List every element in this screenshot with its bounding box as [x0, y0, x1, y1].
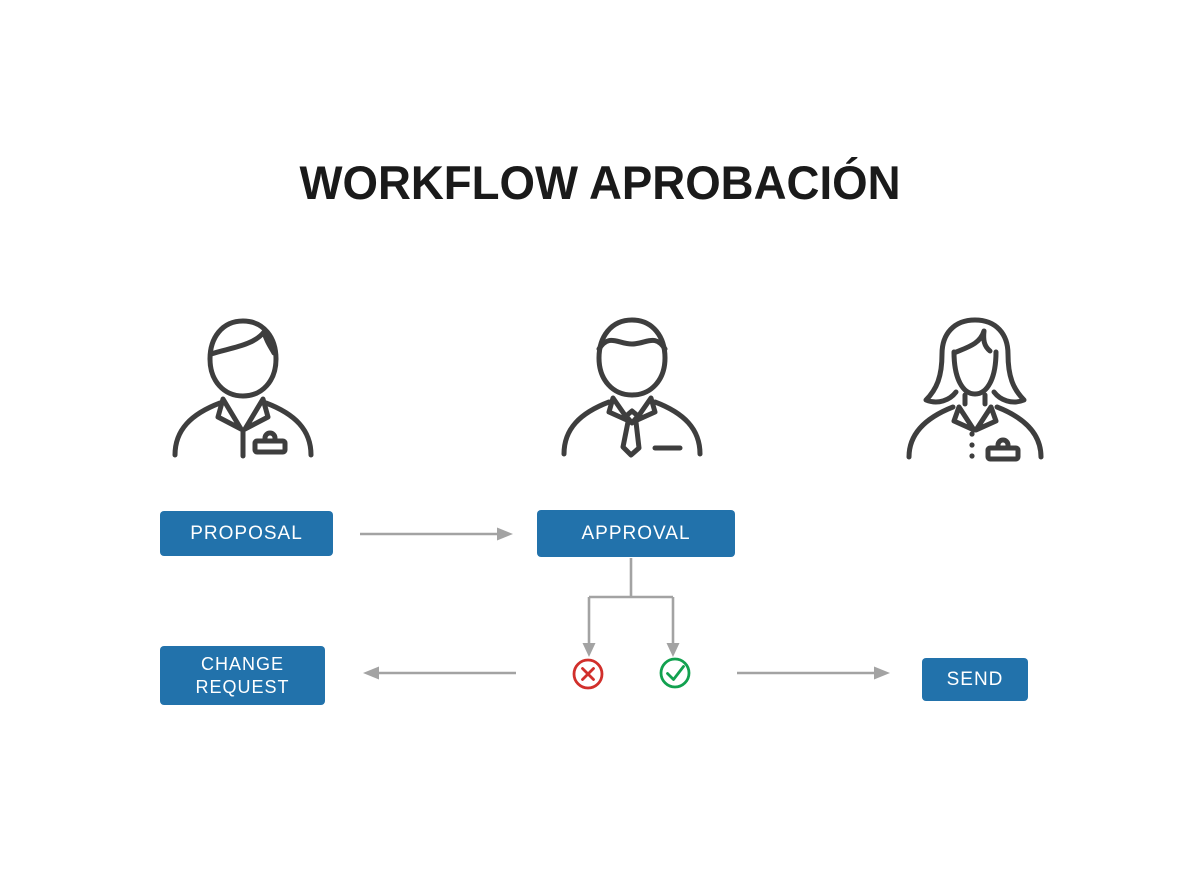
check-circle-icon — [659, 657, 691, 689]
page-title: WORKFLOW APROBACIÓN — [299, 156, 901, 209]
branch-arrowhead-reject — [582, 643, 596, 657]
arrow-proposal-to-approval — [360, 527, 513, 541]
branch-arrowhead-approve — [666, 643, 680, 657]
male-employee-badge-icon — [163, 299, 323, 459]
actor-approver — [552, 298, 712, 458]
actor-sender — [895, 300, 1055, 462]
node-approval: APPROVAL — [537, 510, 735, 557]
actor-proposer — [163, 299, 323, 459]
male-manager-tie-icon — [552, 298, 712, 458]
node-approval-label: APPROVAL — [581, 522, 691, 544]
branch-approval-decision — [587, 558, 675, 644]
node-change-request: CHANGE REQUEST — [160, 646, 325, 705]
node-proposal-label: PROPOSAL — [190, 522, 303, 544]
arrow-reject-to-change-request — [363, 666, 516, 680]
x-circle-icon — [572, 658, 604, 690]
female-employee-badge-icon — [895, 300, 1055, 462]
node-proposal: PROPOSAL — [160, 511, 333, 556]
node-send-label: SEND — [946, 668, 1004, 690]
node-change-request-label: CHANGE REQUEST — [195, 654, 290, 697]
arrow-approve-to-send — [737, 666, 890, 680]
node-send: SEND — [922, 658, 1028, 701]
